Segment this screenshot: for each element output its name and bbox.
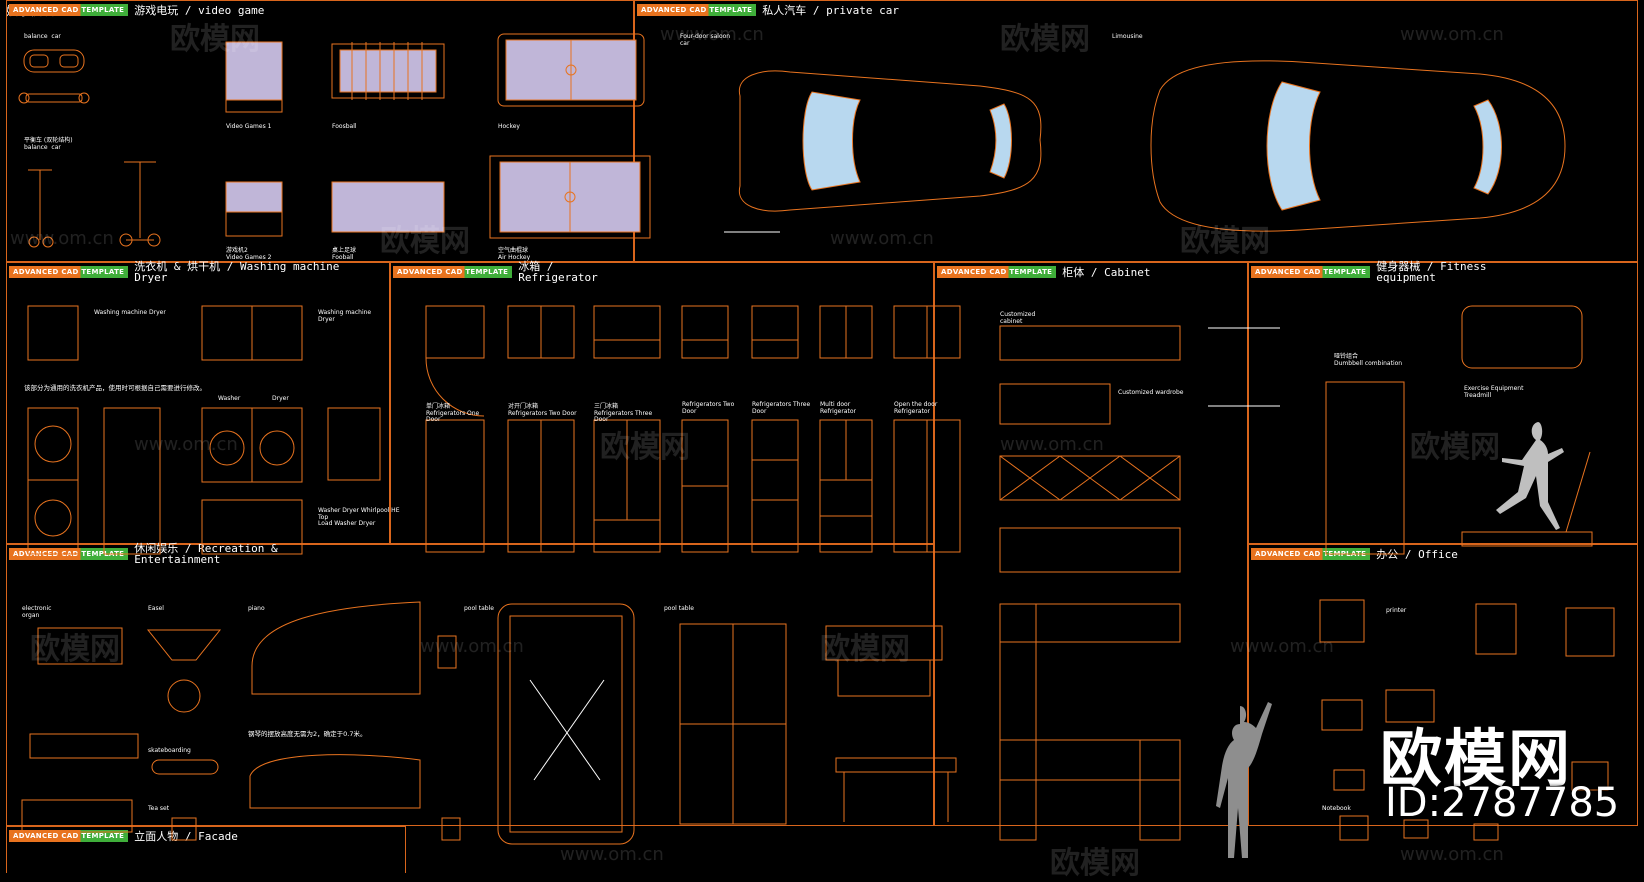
label-easel: Easel	[148, 605, 164, 612]
label-pool-table: pool table	[464, 605, 494, 612]
piano-note: 钢琴的摆放高度无需为2，确定于0.7米。	[248, 730, 367, 738]
label-fridge-three-2: Refrigerators Three Door	[752, 401, 811, 415]
label-foosball-2: 桌上足球 Fooball	[332, 247, 357, 261]
template-tag: ADVANCED CAD TEMPLATE	[1251, 548, 1371, 560]
label-dryer: Dryer	[272, 395, 289, 402]
label-washing-dryer: Washing machine Dryer	[94, 309, 166, 316]
corner-id: ID:2787785	[1385, 780, 1620, 826]
balance-car-top	[23, 49, 85, 73]
template-tag: ADVANCED CAD TEMPLATE	[1251, 266, 1371, 278]
segway-1	[28, 169, 54, 248]
label-fridge-open: Open the door Refrigerator	[894, 401, 938, 415]
corner-brand-logo: 欧模网	[1380, 722, 1573, 795]
label-piano: piano	[248, 605, 265, 612]
template-tag: ADVANCED CAD TEMPLATE	[9, 4, 129, 16]
label-foosball: Foosball	[332, 123, 357, 130]
label-fridge-multi: Multi door Refrigerator	[820, 401, 856, 415]
panel-washing: ADVANCED CAD TEMPLATE 洗衣机 & 烘干机 / Washing…	[6, 260, 390, 544]
balance-car-side	[18, 92, 90, 104]
segway-2	[119, 161, 161, 247]
label-printer: printer	[1386, 607, 1407, 614]
label-hockey: Hockey	[498, 123, 520, 130]
label-electronic-organ: electronic organ	[22, 605, 52, 619]
panel-cabinet: ADVANCED CAD TEMPLATE 柜体 / Cabinet	[934, 262, 1248, 826]
panel-video-game: ADVANCED CAD TEMPLATE 游戏电玩 / video game	[6, 0, 634, 262]
label-fridge-one: 单门冰箱 Refrigerators One Door	[426, 403, 480, 423]
label-fridge-two-2: Refrigerators Two Door	[682, 401, 735, 415]
washing-note: 该部分为通用的洗衣机产品，使用时可根据自己需要进行修改。	[24, 384, 206, 392]
template-tag: ADVANCED CAD TEMPLATE	[393, 266, 513, 278]
panel-title: 洗衣机 & 烘干机 / Washing machine Dryer	[134, 260, 340, 284]
panel-title: 冰箱 / Refrigerator	[518, 260, 598, 284]
label-washing-machine-dryer: Washing machine Dryer	[318, 309, 372, 323]
panel-title: 柜体 / Cabinet	[1062, 266, 1151, 279]
panel-office: ADVANCED CAD TEMPLATE 办公 / Office	[1248, 544, 1638, 826]
label-four-door: Four-door saloon car	[680, 33, 731, 47]
label-dumbbell: 哑铃组合 Dumbbell combination	[1334, 353, 1403, 367]
panel-title: 立面人物 / Facade	[134, 830, 238, 843]
template-tag: ADVANCED CAD TEMPLATE	[637, 4, 757, 16]
panel-title: 健身器械 / Fitness equipment	[1376, 260, 1487, 284]
label-balance-car-2: 平衡车 (双轮结构) balance car	[24, 137, 73, 151]
panel-private-car: ADVANCED CAD TEMPLATE 私人汽车 / private car	[634, 0, 1638, 262]
car-four-door	[724, 70, 1042, 233]
label-pool-table-2: pool table	[664, 605, 694, 612]
template-tag: ADVANCED CAD TEMPLATE	[9, 830, 129, 842]
label-balance-car: balance car	[24, 33, 61, 40]
panel-title: 游戏电玩 / video game	[134, 4, 265, 17]
car-limousine	[1150, 60, 1566, 232]
label-tea-set: Tea set	[148, 805, 170, 812]
panel-title: 私人汽车 / private car	[762, 4, 899, 17]
label-washer: Washer	[218, 395, 241, 402]
label-video-games-2: 游戏机2 Video Games 2	[226, 247, 272, 261]
panel-facade: ADVANCED CAD TEMPLATE 立面人物 / Facade	[6, 826, 406, 873]
label-fridge-two: 对开门冰箱 Refrigerators Two Door	[508, 403, 577, 417]
label-limousine: Limousine	[1112, 33, 1143, 40]
panel-title: 休闲娱乐 / Recreation & Entertainment	[134, 542, 278, 566]
label-customized-cabinet: Customized cabinet	[1000, 311, 1036, 325]
panel-title: 办公 / Office	[1376, 548, 1458, 561]
label-whirlpool: Washer Dryer Whirlpool HE Top Load Washe…	[318, 507, 400, 527]
label-skateboarding: skateboarding	[148, 747, 191, 754]
label-air-hockey: 空气曲棍球 Air Hockey	[498, 247, 531, 261]
template-tag: ADVANCED CAD TEMPLATE	[937, 266, 1057, 278]
label-treadmill: Exercise Equipment Treadmill	[1464, 385, 1524, 399]
label-fridge-three: 三门冰箱 Refrigerators Three Door	[594, 403, 653, 423]
label-notebook: Notebook	[1322, 805, 1351, 812]
panel-fitness: ADVANCED CAD TEMPLATE 健身器械 / Fitness equi…	[1248, 260, 1638, 544]
template-tag: ADVANCED CAD TEMPLATE	[9, 266, 129, 278]
panel-fridge: ADVANCED CAD TEMPLATE 冰箱 / Refrigerator	[390, 260, 934, 544]
label-customized-wardrobe: Customized wardrobe	[1118, 389, 1184, 396]
label-video-games-1: Video Games 1	[226, 123, 272, 130]
